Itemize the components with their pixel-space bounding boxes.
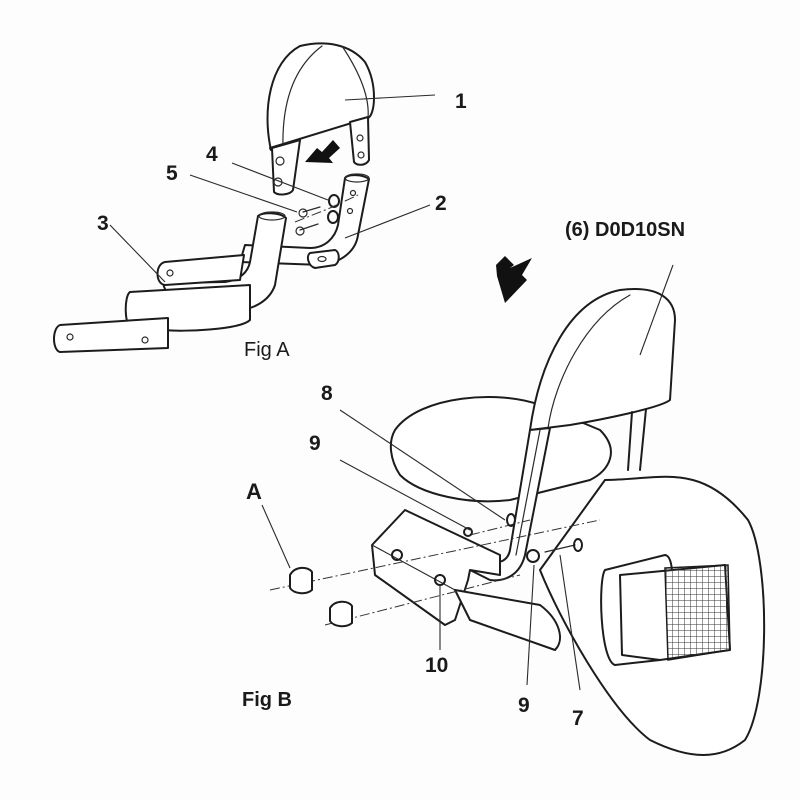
callout-3-mounting-rail: 3 [97, 212, 109, 235]
callout-2-upright-bracket: 2 [435, 192, 447, 215]
fasteners-fig-a [294, 194, 359, 236]
backrest-part-6 [449, 288, 676, 582]
down-arrow-icon [496, 256, 532, 303]
callout-9-washer-upper: 9 [309, 432, 321, 455]
fig-b-drawing [261, 256, 766, 756]
part-code-6: (6) D0D10SN [565, 219, 686, 241]
backrest-pad-part-1 [266, 42, 375, 196]
callout-1-backrest-pad: 1 [455, 90, 467, 113]
mounting-rail-part-3 [53, 211, 287, 353]
fig-b-caption: Fig B [242, 689, 292, 711]
callout-5-bolt: 5 [166, 162, 178, 185]
tail-light [600, 554, 731, 666]
callout-9-washer-lower: 9 [518, 694, 530, 717]
callout-4-washer: 4 [206, 143, 218, 166]
fig-a-leaders [109, 94, 436, 283]
callout-10-side-plate: 10 [425, 654, 449, 677]
callout-a-cap-nut: A [246, 479, 262, 504]
fasteners-fig-b [269, 513, 601, 628]
upright-bracket-part-2 [239, 173, 370, 269]
fig-a-drawing [53, 42, 436, 353]
side-plate-part-10 [371, 509, 561, 651]
callout-7-bolt: 7 [572, 707, 584, 730]
fig-b-leaders [261, 264, 674, 691]
fig-a-caption: Fig A [244, 339, 290, 361]
down-left-arrow-icon [305, 140, 340, 163]
callout-8-bolt: 8 [321, 382, 333, 405]
